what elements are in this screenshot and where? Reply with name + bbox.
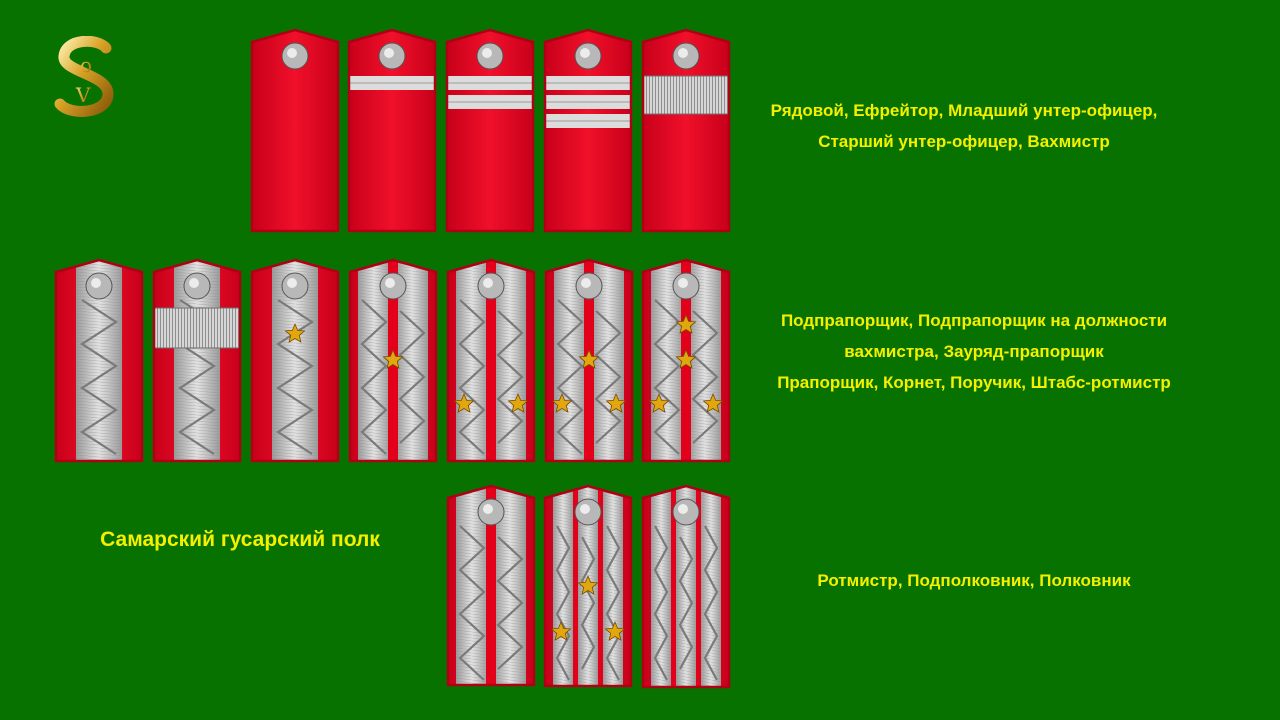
shoulder-strap-graphic bbox=[641, 28, 731, 233]
shoulder-strap-lance-corporal bbox=[347, 28, 437, 233]
shoulder-strap-junior-nco bbox=[445, 28, 535, 233]
shoulder-strap-poruchik bbox=[544, 258, 634, 463]
caption-line: Старший унтер-офицер, Вахмистр bbox=[818, 132, 1110, 151]
shoulder-strap-kornet bbox=[446, 258, 536, 463]
shoulder-strap-podpolkovnik bbox=[543, 484, 633, 688]
logo: o V bbox=[52, 35, 120, 118]
caption-line: Подпрапорщик, Подпрапорщик на должности bbox=[780, 311, 1168, 330]
shoulder-strap-graphic bbox=[641, 484, 731, 689]
shoulder-strap-graphic bbox=[543, 28, 633, 233]
shoulder-strap-graphic bbox=[543, 484, 633, 688]
shoulder-strap-graphic bbox=[250, 28, 340, 233]
wide-stripe bbox=[643, 76, 729, 114]
star-icon bbox=[578, 348, 600, 369]
shoulder-strap-private bbox=[250, 28, 340, 233]
star-icon bbox=[648, 392, 670, 413]
shoulder-strap-podpraporshchik bbox=[54, 258, 144, 463]
caption-line: Прапорщик, Корнет, Поручик, Штабс-ротмис… bbox=[777, 373, 1171, 392]
star-icon bbox=[550, 620, 572, 641]
shoulder-strap-graphic bbox=[446, 258, 536, 463]
shoulder-strap-graphic bbox=[347, 28, 437, 233]
star-icon bbox=[453, 392, 475, 413]
shoulder-strap-polkovnik bbox=[641, 484, 731, 689]
shoulder-strap-senior-nco bbox=[543, 28, 633, 233]
shoulder-strap-graphic bbox=[152, 258, 242, 463]
shoulder-strap-wachtmeister bbox=[641, 28, 731, 233]
svg-text:o: o bbox=[80, 53, 92, 77]
star-icon bbox=[604, 620, 626, 641]
shoulder-strap-graphic bbox=[446, 484, 536, 687]
shoulder-strap-zauryad-praporshchik bbox=[250, 258, 340, 463]
star-icon bbox=[605, 392, 627, 413]
shoulder-strap-graphic bbox=[445, 28, 535, 233]
caption-line: Ротмистр, Подполковник, Полковник bbox=[817, 571, 1131, 590]
svg-text:V: V bbox=[75, 83, 91, 107]
wide-band bbox=[154, 308, 240, 348]
shoulder-strap-podpraporshchik-wachtmeister bbox=[152, 258, 242, 463]
caption-line: Рядовой, Ефрейтор, Младший унтер-офицер, bbox=[770, 101, 1158, 120]
star-icon bbox=[577, 574, 599, 595]
star-icon bbox=[507, 392, 529, 413]
shoulder-strap-graphic bbox=[250, 258, 340, 463]
star-icon bbox=[675, 348, 697, 369]
star-icon bbox=[702, 392, 724, 413]
shoulder-strap-graphic bbox=[348, 258, 438, 463]
shoulder-strap-graphic bbox=[641, 258, 731, 463]
caption-row-3: Ротмистр, Подполковник, Полковник bbox=[804, 565, 1144, 596]
shoulder-strap-graphic bbox=[54, 258, 144, 463]
shoulder-strap-graphic bbox=[544, 258, 634, 463]
caption-line: вахмистра, Зауряд-прапорщик bbox=[844, 342, 1104, 361]
caption-row-2: Подпрапорщик, Подпрапорщик на должности … bbox=[762, 305, 1186, 398]
star-icon bbox=[382, 348, 404, 369]
star-icon bbox=[284, 322, 306, 343]
star-icon bbox=[675, 313, 697, 334]
regiment-title: Самарский гусарский полк bbox=[100, 528, 380, 551]
caption-row-1: Рядовой, Ефрейтор, Младший унтер-офицер,… bbox=[764, 95, 1164, 157]
shoulder-strap-praporshchik bbox=[348, 258, 438, 463]
star-icon bbox=[551, 392, 573, 413]
shoulder-strap-shtabs-rotmistr bbox=[641, 258, 731, 463]
shoulder-strap-rotmistr bbox=[446, 484, 536, 687]
